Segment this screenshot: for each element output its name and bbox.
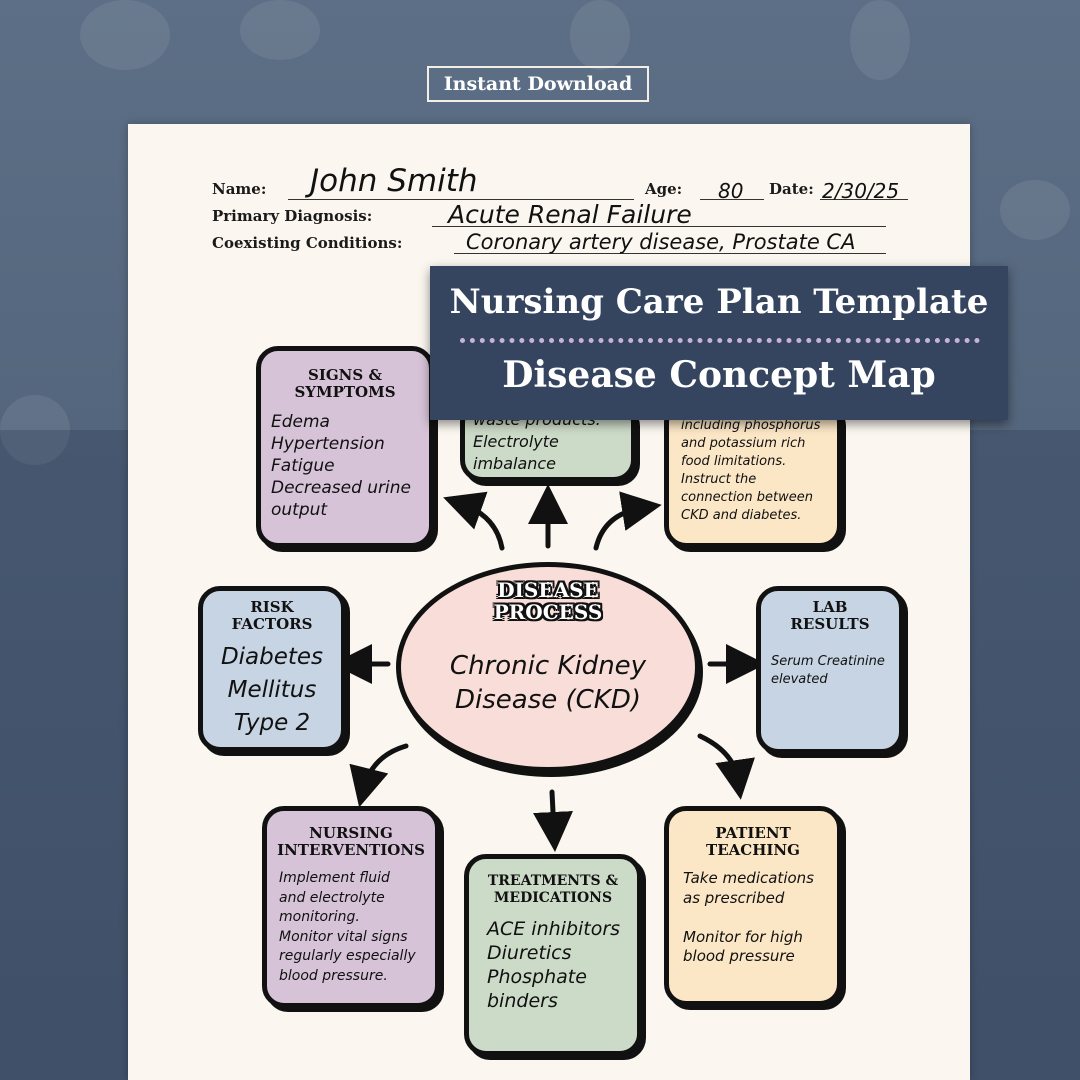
diagnosis-line	[432, 226, 886, 227]
arrow-to-signs	[443, 491, 505, 551]
lab-results-title: LAB RESULTS	[790, 598, 870, 633]
signs-symptoms-box: SIGNS & SYMPTOMS Edema Hypertension Fati…	[256, 346, 434, 548]
conditions-label: Coexisting Conditions:	[212, 234, 403, 252]
disease-process-title: DISEASE PROCESS	[493, 578, 603, 624]
name-line	[288, 199, 634, 200]
dotted-divider	[460, 338, 980, 343]
nursing-interventions-text: Implement fluid and electrolyte monitori…	[279, 870, 416, 984]
signs-symptoms-title: SIGNS & SYMPTOMS	[294, 366, 396, 401]
lab-results-text: Serum Creatinine elevated	[771, 654, 885, 687]
patient-teaching-text: Take medications as prescribed Monitor f…	[683, 869, 814, 965]
treatments-medications-title: TREATMENTS & MEDICATIONS	[487, 873, 619, 906]
arrow-to-interventions	[349, 743, 409, 808]
diagnosis-value: Acute Renal Failure	[448, 200, 692, 229]
date-line	[820, 199, 908, 200]
diagnosis-label: Primary Diagnosis:	[212, 207, 373, 225]
date-value: 2/30/25	[822, 179, 900, 203]
disease-process-ellipse: DISEASE PROCESS Chronic Kidney Disease (…	[396, 562, 700, 772]
banner-subtitle: Disease Concept Map	[502, 354, 936, 396]
person-scrubs-right	[970, 430, 1080, 1080]
banner-title: Nursing Care Plan Template	[449, 282, 989, 322]
conditions-value: Coronary artery disease, Prostate CA	[466, 230, 856, 254]
raised-hand-shape	[850, 0, 910, 80]
age-label: Age:	[645, 180, 683, 198]
raised-fist-shape	[1000, 180, 1070, 240]
patient-teaching-title: PATIENT TEACHING	[706, 824, 800, 859]
nursing-interventions-box: NURSING INTERVENTIONS Implement fluid an…	[262, 806, 440, 1008]
date-label: Date:	[769, 180, 814, 198]
raised-fist-shape	[240, 0, 320, 60]
arrow-to-diet	[593, 491, 662, 551]
risk-factors-text: Diabetes Mellitus Type 2	[220, 644, 324, 736]
raised-fist-shape	[0, 395, 70, 465]
lab-results-box: LAB RESULTS Serum Creatinine elevated	[756, 586, 904, 754]
treatments-medications-box: TREATMENTS & MEDICATIONS ACE inhibitors …	[464, 854, 642, 1056]
person-scrubs-left	[0, 430, 128, 1080]
age-value: 80	[718, 179, 744, 203]
disease-process-text: Chronic Kidney Disease (CKD)	[449, 651, 647, 715]
conditions-line	[454, 253, 886, 254]
patient-teaching-box: PATIENT TEACHING Take medications as pre…	[664, 806, 842, 1006]
signs-symptoms-text: Edema Hypertension Fatigue Decreased uri…	[271, 412, 411, 520]
risk-factors-title: RISK FACTORS	[231, 598, 313, 633]
arrow-to-teaching	[697, 733, 755, 800]
diet-teaching-box: including phosphorus and potassium rich …	[664, 400, 842, 548]
nursing-interventions-title: NURSING INTERVENTIONS	[277, 824, 425, 859]
treatments-medications-text: ACE inhibitors Diuretics Phosphate binde…	[487, 918, 621, 1012]
risk-factors-box: RISK FACTORS Diabetes Mellitus Type 2	[198, 586, 346, 752]
raised-fist-shape	[80, 0, 170, 70]
title-banner: Nursing Care Plan Template Disease Conce…	[430, 266, 1008, 420]
arrow-to-treatments	[533, 789, 573, 852]
name-value: John Smith	[310, 163, 478, 199]
instant-download-button[interactable]: Instant Download	[427, 66, 649, 102]
age-line	[700, 199, 764, 200]
name-label: Name:	[212, 180, 267, 198]
diet-teaching-text: including phosphorus and potassium rich …	[681, 418, 821, 523]
raised-hand-shape	[570, 0, 630, 70]
